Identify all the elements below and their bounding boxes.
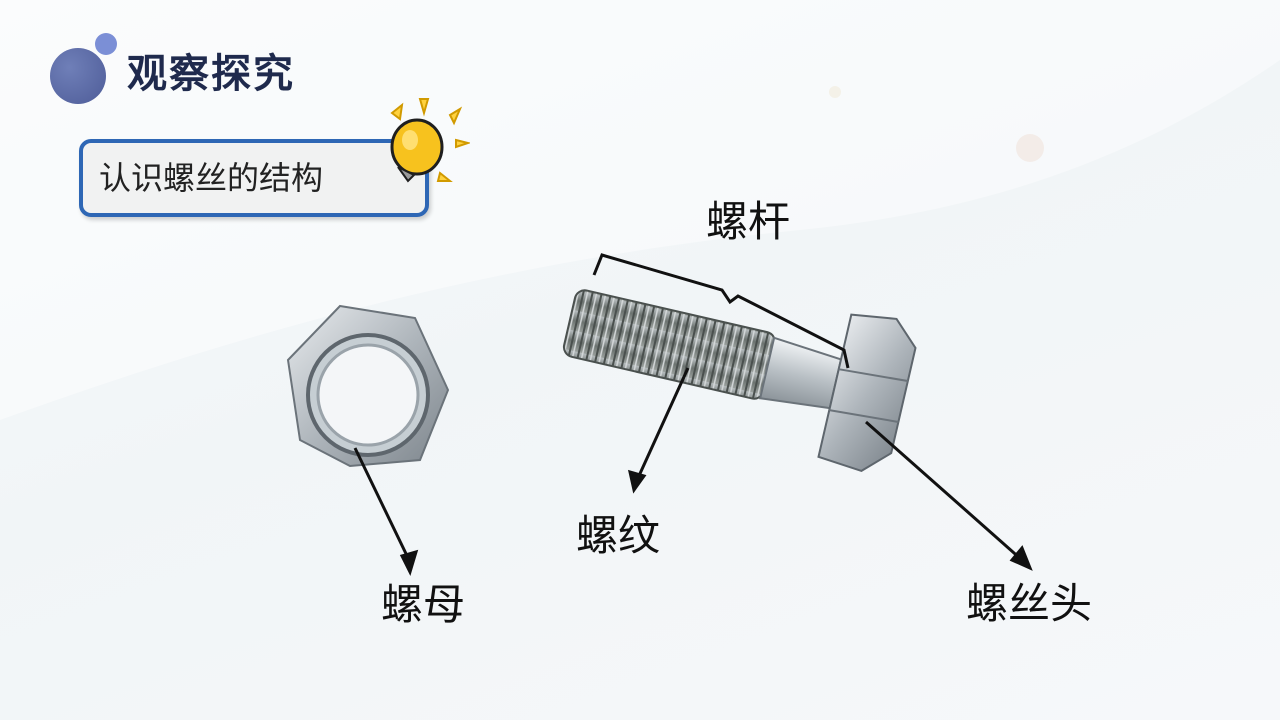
bolt-image (562, 289, 917, 472)
page-title: 观察探究 (127, 51, 295, 97)
label-nut: 螺母 (381, 580, 466, 629)
header-dot-large (50, 48, 106, 104)
label-thread: 螺纹 (576, 511, 661, 560)
label-shank: 螺杆 (706, 197, 791, 246)
subtitle-box: 认识螺丝的结构 (79, 139, 429, 217)
header-dot-small (95, 33, 117, 55)
label-head: 螺丝头 (966, 579, 1093, 628)
nut-image (286, 304, 450, 468)
subtitle-text: 认识螺丝的结构 (99, 159, 324, 197)
lightbulb-icon (390, 98, 470, 183)
